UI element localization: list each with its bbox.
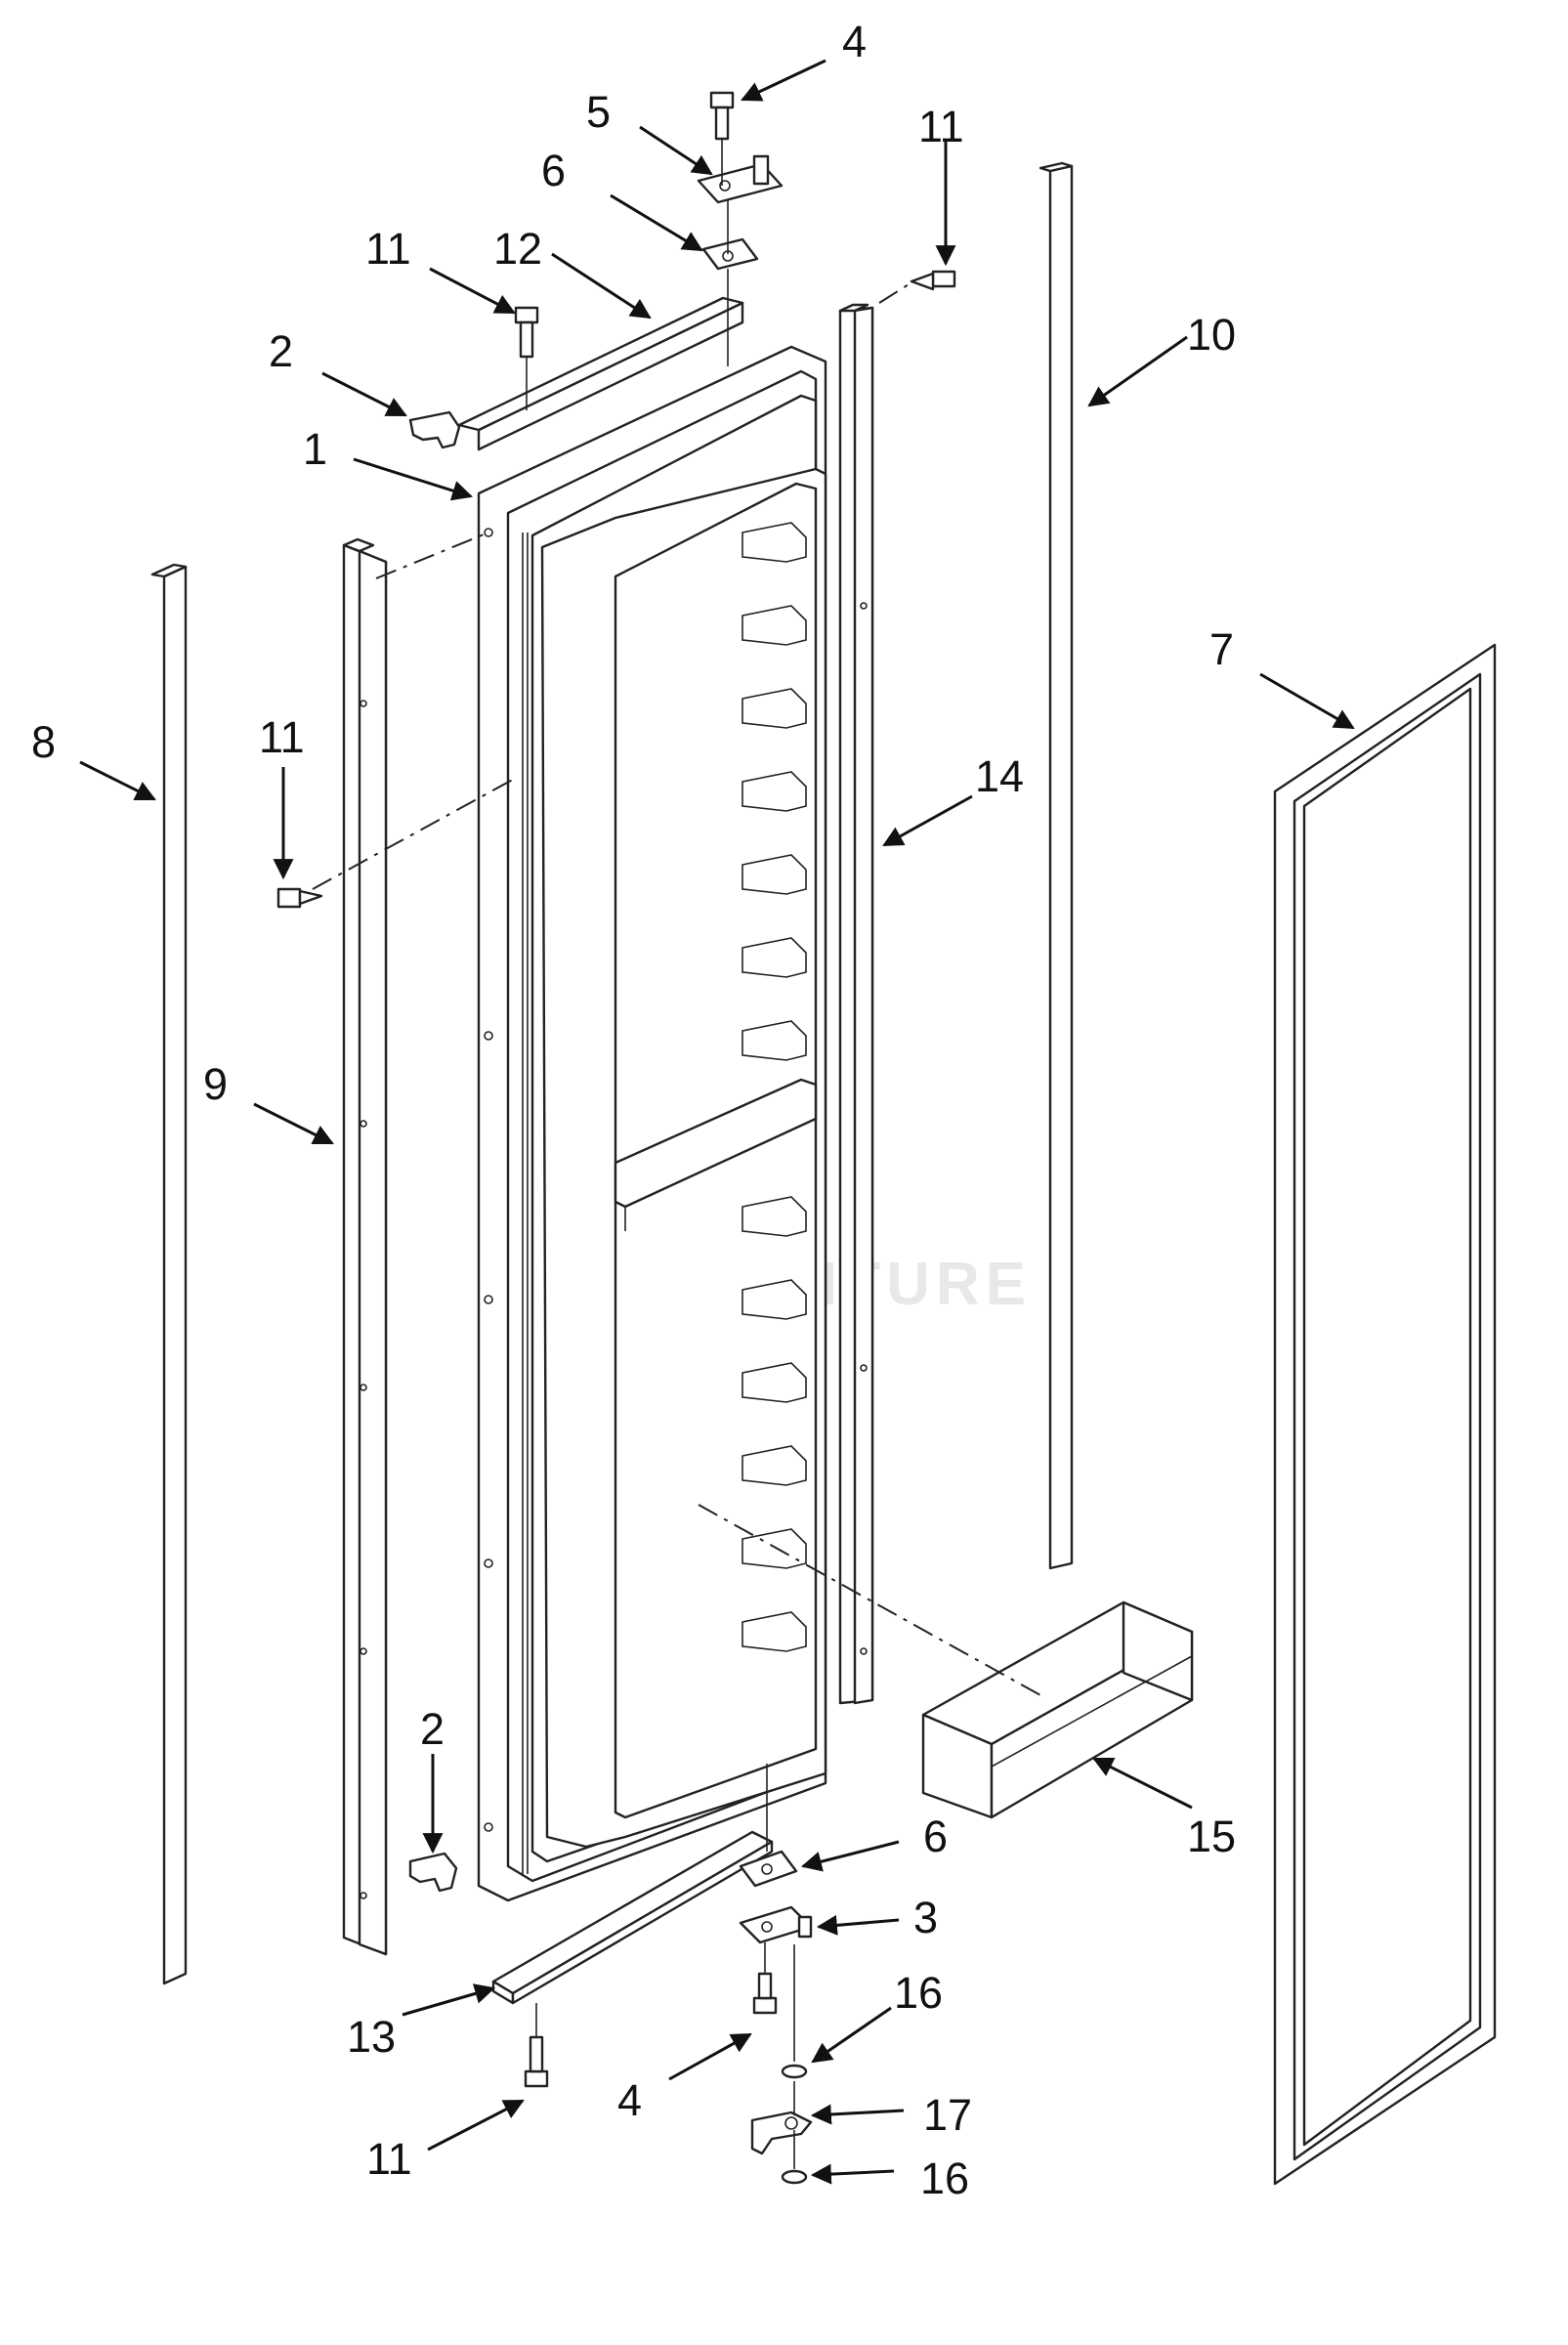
- alignment-line-top: [375, 532, 489, 579]
- callout-17: 17: [923, 2090, 972, 2140]
- callout-4-bottom: 4: [617, 2075, 642, 2125]
- callout-14: 14: [975, 751, 1024, 801]
- callout-13: 13: [347, 2012, 396, 2062]
- callout-9: 9: [203, 1059, 228, 1109]
- callout-2-bottom: 2: [420, 1704, 445, 1754]
- part-5-top-hinge: [697, 154, 784, 204]
- part-2-clip-bottom: [408, 1852, 458, 1893]
- leader-arrows: [79, 59, 1355, 2185]
- part-1-door-liner: [477, 345, 827, 1902]
- part-7-gasket: [1273, 643, 1497, 2186]
- alignment-line-mid: [312, 776, 519, 890]
- part-16-washer-bottom: [781, 2169, 808, 2185]
- callout-16-bottom: 16: [920, 2153, 969, 2203]
- callout-10: 10: [1187, 310, 1236, 360]
- part-3-bottom-hinge: [739, 1905, 813, 1944]
- part-11-screw-a: [276, 887, 323, 909]
- part-8-strip: [150, 563, 188, 1985]
- callout-11-d: 11: [366, 2134, 412, 2184]
- callout-6-top: 6: [541, 146, 566, 195]
- part-14-channel: [838, 303, 874, 1705]
- callout-16-top: 16: [894, 1968, 943, 2018]
- part-9-channel: [342, 537, 388, 1956]
- callout-12: 12: [493, 224, 542, 274]
- part-4-screw-top: [709, 91, 735, 141]
- part-11-screw-d: [524, 2035, 549, 2088]
- part-15-door-bin: [921, 1600, 1194, 1819]
- part-2-clip-top: [408, 410, 461, 449]
- callout-11-b: 11: [365, 224, 411, 274]
- part-6-shim-top: [701, 237, 759, 271]
- part-4-screw-bottom: [752, 1972, 778, 2015]
- callout-3: 3: [913, 1893, 938, 1942]
- part-13-bottom-plate: [491, 1830, 774, 2005]
- part-11-screw-c: [910, 270, 956, 291]
- callout-5: 5: [586, 87, 611, 137]
- part-6-shim-bottom: [739, 1850, 798, 1888]
- callout-2-top: 2: [269, 326, 293, 376]
- callout-7: 7: [1209, 624, 1234, 674]
- callout-4-top: 4: [842, 17, 867, 66]
- callout-15: 15: [1187, 1812, 1236, 1861]
- part-16-washer-top: [781, 2064, 808, 2079]
- part-11-screw-b: [514, 306, 539, 359]
- callout-8: 8: [31, 717, 56, 767]
- alignment-line-clip: [878, 280, 914, 304]
- callout-6-bottom: 6: [923, 1812, 948, 1861]
- alignment-line-bin: [698, 1504, 1041, 1696]
- callout-11-a: 11: [259, 712, 305, 762]
- part-12-top-plate: [457, 296, 744, 451]
- callout-1: 1: [303, 424, 327, 474]
- callout-11-c: 11: [918, 102, 964, 151]
- part-17-stop: [750, 2110, 813, 2155]
- part-10-strip: [1038, 161, 1074, 1570]
